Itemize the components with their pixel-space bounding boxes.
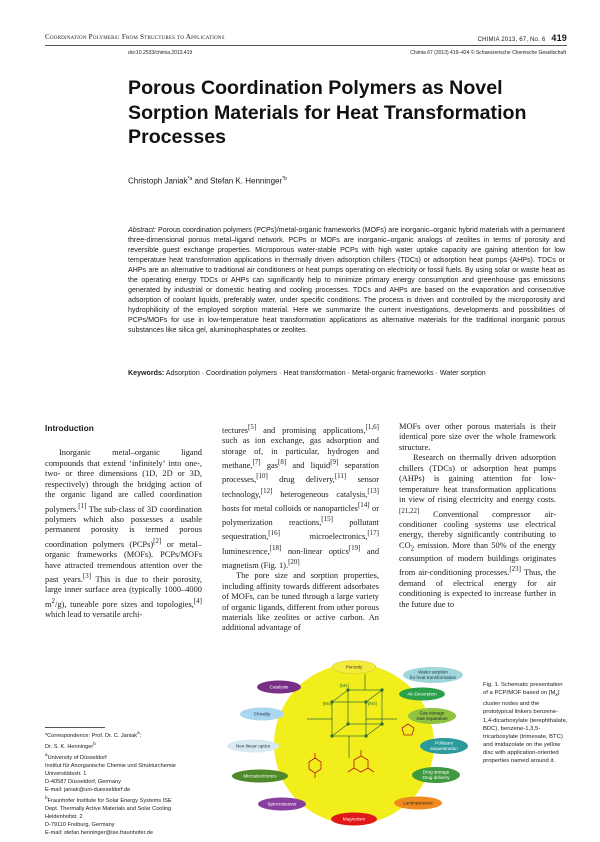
abstract: Abstract: Porous coordination polymers (…	[128, 225, 565, 335]
svg-text:Magnetism: Magnetism	[343, 817, 366, 822]
node-dot	[346, 688, 350, 692]
property-pill-magnetism: Magnetism	[331, 812, 377, 826]
svg-text:Drug storage: Drug storage	[423, 770, 450, 775]
property-pill-water-sorption: Water sorption for heat transformation	[403, 667, 463, 683]
keywords: Keywords: Adsorption · Coordination poly…	[128, 368, 565, 378]
yellow-disc	[274, 664, 434, 824]
keywords-text: Adsorption · Coordination polymers · Hea…	[164, 369, 486, 377]
svg-text:sequestration: sequestration	[430, 746, 458, 751]
page-number: 419	[551, 33, 567, 43]
footnote-line: Dept. Thermally Active Materials and Sol…	[45, 806, 172, 813]
paragraph: Research on thermally driven adsorption …	[399, 453, 556, 609]
property-pill-chirality: Chirality	[240, 707, 284, 721]
journal-citation: Chimia 67 (2013) 419–424 © Schweizerisch…	[410, 50, 566, 56]
abstract-label: Abstract:	[128, 226, 156, 234]
property-pill-porosity: Porosity	[331, 660, 377, 674]
authors: Christoph Janiak*a and Stefan K. Henning…	[128, 176, 287, 186]
property-pill-luminescence: Luminescence	[394, 796, 442, 810]
svg-text:Luminescence: Luminescence	[403, 801, 433, 806]
node-dot	[364, 734, 368, 738]
section-heading: Introduction	[45, 423, 94, 433]
footnote-email[interactable]: E-mail: janiak@uni-duesseldorf.de	[45, 787, 131, 794]
header-rule	[45, 45, 567, 46]
node-dot	[330, 734, 334, 738]
footnote-line: Institut für Anorganische Chemie und Str…	[45, 762, 176, 769]
column-2: tectures[5] and promising applications,[…	[222, 422, 379, 634]
property-pill-nonlinear-optics: Non-linear optics	[227, 739, 279, 753]
footnote-email[interactable]: E-mail: stefan.henninger@ise.fraunhofer.…	[45, 830, 153, 837]
node-dot	[364, 700, 368, 704]
node-dot	[330, 700, 334, 704]
node-dot	[346, 722, 350, 726]
column-3: MOFs over other porous materials is thei…	[399, 422, 556, 610]
node-label: [Mx]	[323, 701, 332, 706]
svg-text:Air-Desorption: Air-Desorption	[407, 692, 437, 697]
figure-caption: Fig. 1. Schematic presentation of a PCP/…	[483, 682, 568, 765]
property-pill-microelectronics: Microelectronics	[232, 769, 288, 783]
cluster-nodes	[330, 688, 384, 738]
svg-text:Microelectronics: Microelectronics	[243, 774, 277, 779]
paragraph: MOFs over other porous materials is thei…	[399, 422, 556, 452]
node-label: [Mx]	[368, 701, 377, 706]
footnote-line: *Correspondence: Prof. Dr. C. Janiaka;	[45, 730, 142, 739]
footnote-line: D-79110 Freiburg, Germany	[45, 822, 115, 829]
svg-text:Water sorption: Water sorption	[418, 670, 448, 675]
cube-framework	[307, 674, 397, 758]
svg-text:Gas storage: Gas storage	[419, 711, 444, 716]
node-label: [Mx]	[340, 683, 349, 688]
doi: doi:10.2533/chimia.2013.419	[128, 50, 193, 56]
paragraph: Inorganic metal–organic ligand compounds…	[45, 448, 202, 619]
running-header: Coordination Polymers: From Structures t…	[45, 33, 567, 43]
footnote-line: Universitätsstr. 1	[45, 770, 87, 777]
node-dot	[380, 688, 384, 692]
footnote-line: Dr. S. K. Henningerb	[45, 740, 96, 750]
footnote-line: bFraunhofer Institute for Solar Energy S…	[45, 795, 172, 805]
btc-linker	[347, 750, 375, 773]
svg-text:Pollutant: Pollutant	[435, 741, 454, 746]
paragraph: tectures[5] and promising applications,[…	[222, 423, 380, 570]
svg-text:Catalysis: Catalysis	[270, 685, 289, 690]
footnote-rule	[45, 727, 105, 728]
footnote-line: Heidenhofstr. 2	[45, 814, 83, 821]
property-pill-drug-delivery: Drug storage Drug delivery	[412, 767, 460, 783]
paragraph: The pore size and sorption properties, i…	[222, 571, 379, 633]
svg-text:for heat transformation: for heat transformation	[410, 675, 457, 680]
footnote-line: aUniversity of Düsseldorf	[45, 751, 107, 761]
keywords-label: Keywords:	[128, 369, 165, 377]
column-1: Introduction Inorganic metal–organic lig…	[45, 423, 202, 620]
property-pill-spincrossover: Spincrossover	[258, 797, 306, 811]
section-title: Coordination Polymers: From Structures t…	[45, 33, 225, 41]
imidazolate-linker	[401, 723, 415, 736]
svg-text:Gas separation: Gas separation	[416, 716, 448, 721]
abstract-text: Porous coordination polymers (PCPs)/meta…	[128, 226, 565, 334]
svg-text:Chirality: Chirality	[254, 712, 271, 717]
article-title: Porous Coordination Polymers as Novel So…	[128, 77, 527, 148]
property-pill-gas-storage: Gas storage Gas separation	[408, 708, 456, 724]
property-pill-pollutant: Pollutant sequestration	[420, 738, 468, 754]
node-dot	[380, 722, 384, 726]
footnotes: *Correspondence: Prof. Dr. C. Janiaka; D…	[45, 729, 215, 838]
property-pill-catalysis: Catalysis	[257, 680, 301, 694]
svg-text:Porosity: Porosity	[346, 665, 363, 670]
mof-schematic-figure: [Mx] [Mx] [Mx] Porosity Water sorption f…	[227, 660, 468, 826]
svg-text:Non-linear optics: Non-linear optics	[236, 744, 271, 749]
svg-text:Spincrossover: Spincrossover	[267, 802, 297, 807]
bdc-linker	[308, 753, 322, 778]
footnote-line: D-40587 Düsseldorf, Germany	[45, 779, 121, 786]
property-pill-air-desorption: Air-Desorption	[399, 687, 445, 701]
svg-text:Drug delivery: Drug delivery	[422, 775, 450, 780]
